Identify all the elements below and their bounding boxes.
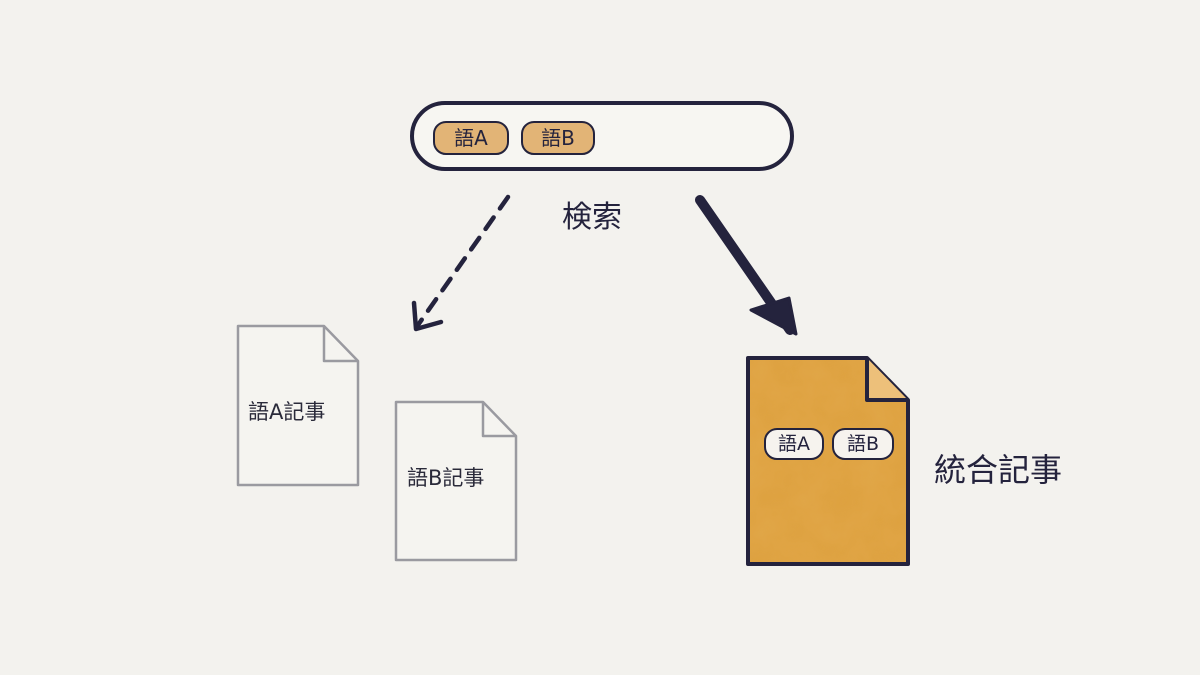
dashed-arrow <box>411 194 511 332</box>
search-caption: 検索 <box>562 200 622 235</box>
merged-tag-b: 語B <box>832 428 894 460</box>
document-b[interactable] <box>394 400 518 562</box>
document-a[interactable] <box>236 324 360 487</box>
search-bar[interactable] <box>410 101 794 171</box>
merged-tag-a: 語A <box>764 428 824 460</box>
search-tag-b[interactable]: 語B <box>521 121 595 155</box>
merged-document-label: 統合記事 <box>934 451 1063 489</box>
search-tag-a[interactable]: 語A <box>433 121 509 155</box>
solid-arrow <box>695 195 798 336</box>
merged-document[interactable] <box>746 356 910 566</box>
document-a-label: 語A記事 <box>248 400 326 424</box>
document-b-label: 語B記事 <box>407 466 485 490</box>
